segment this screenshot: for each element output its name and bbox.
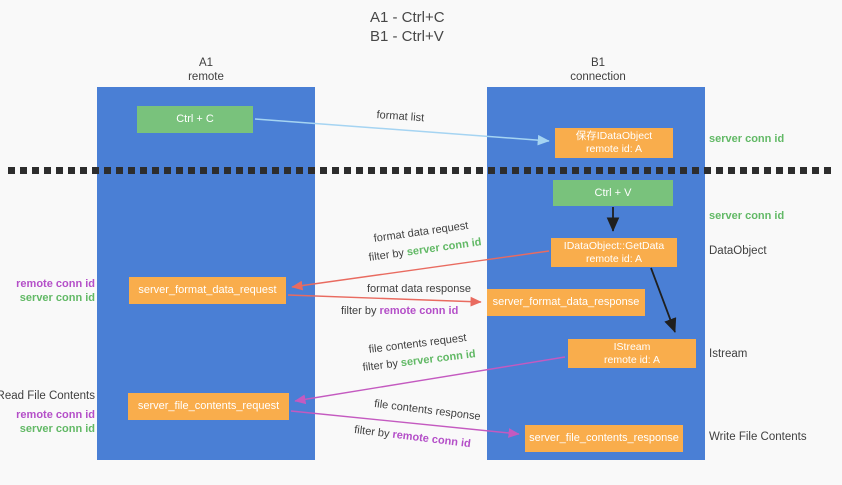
label-file-contents-response: file contents response [373,398,482,423]
node-save-line1: 保存IDataObject [575,130,653,142]
remote-conn-id-key: remote conn id [379,305,459,317]
filter-by-text: filter by [341,305,377,317]
node-save-idataobject: 保存IDataObject remote id: A [555,128,673,158]
title-line-1: A1 - Ctrl+C [370,9,445,26]
filter-by-text: filter by [362,357,399,374]
annotation-server-conn-id-1: server conn id [19,292,95,304]
column-b1-role: connection [570,71,626,83]
server-conn-id-key: server conn id [406,236,483,259]
column-header-a1: A1 remote [188,56,224,84]
node-format-resp-label: server_format_data_response [492,296,640,308]
title-line-2: B1 - Ctrl+V [370,28,444,45]
node-ctrl-c-label: Ctrl + C [176,113,214,125]
node-server-file-contents-request: server_file_contents_request [128,393,289,420]
annotation-read-file-contents: Read File Contents [0,390,95,402]
annotation-dataobject: DataObject [709,245,767,257]
node-ctrl-c: Ctrl + C [137,106,253,133]
annotation-remote-conn-id-1: remote conn id [16,278,95,290]
node-getdata-line1: IDataObject::GetData [563,239,665,252]
node-file-req-label: server_file_contents_request [137,400,280,412]
node-istream-line1: IStream [613,340,651,353]
node-format-req-label: server_format_data_request [138,284,277,296]
remote-conn-id-key: remote conn id [391,428,472,451]
column-b1-name: B1 [590,57,606,69]
annotation-istream: Istream [709,348,748,360]
node-server-format-data-request: server_format_data_request [129,277,286,304]
diagram-title: A1 - Ctrl+C B1 - Ctrl+V [370,8,445,46]
column-header-b1: B1 connection [570,56,626,84]
dotted-divider [8,167,836,174]
annotation-server-conn-id-top: server conn id [709,133,785,145]
node-istream: IStream remote id: A [568,339,696,368]
annotation-write-file-contents: Write File Contents [709,431,807,443]
annotation-remote-conn-id-2: remote conn id [16,409,95,421]
arrow-format-data-response [287,294,482,307]
annotation-server-conn-id-mid: server conn id [709,210,785,222]
label-format-list: format list [376,109,425,125]
node-file-resp-label: server_file_contents_response [529,432,679,444]
node-server-file-contents-response: server_file_contents_response [525,425,683,452]
column-a1-name: A1 [198,57,214,69]
node-ctrl-v: Ctrl + V [553,180,673,206]
filter-by-text: filter by [368,247,405,264]
server-conn-id-key: server conn id [400,348,477,370]
node-getdata-line2: remote id: A [585,252,643,265]
node-save-line2: remote id: A [585,143,643,155]
node-getdata: IDataObject::GetData remote id: A [551,238,677,267]
column-a1-role: remote [188,71,224,83]
annotation-server-conn-id-2: server conn id [19,423,95,435]
node-istream-line2: remote id: A [603,353,661,366]
label-format-data-response: format data response [367,283,471,295]
filter-by-text: filter by [353,424,391,441]
node-ctrl-v-label: Ctrl + V [594,186,632,199]
node-server-format-data-response: server_format_data_response [487,289,645,316]
